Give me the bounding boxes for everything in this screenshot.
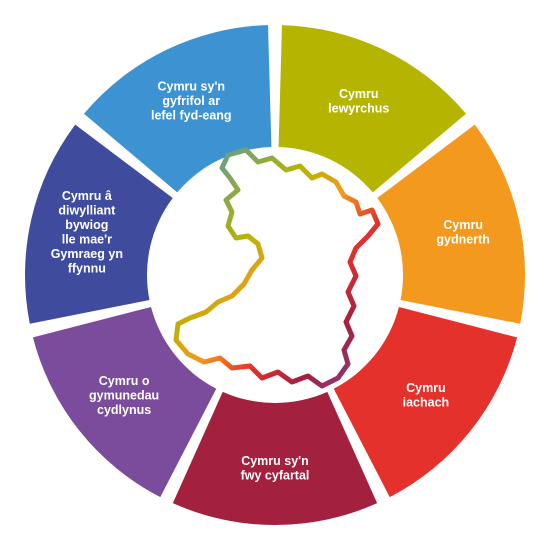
goal-label-line: lewyrchus: [328, 101, 389, 115]
goal-segment-1: [278, 25, 467, 193]
goal-label-line: Gymraeg yn: [51, 247, 123, 261]
goal-label-line: Cymru: [406, 381, 446, 395]
goal-segment-2: [377, 124, 525, 324]
goal-label-line: Cymru o: [99, 374, 150, 388]
goal-segment-4: [172, 391, 378, 526]
goal-label-line: Cymru: [443, 218, 483, 232]
goal-label-line: gyfrifol ar: [162, 94, 220, 108]
goal-segments: [24, 25, 525, 526]
goal-label-line: gydnerth: [436, 232, 489, 246]
wales-outline-icon: [173, 147, 381, 389]
goal-segment-3: [333, 306, 518, 498]
goal-segment-5: [32, 306, 217, 498]
goal-label-line: Cymru sy'n: [157, 80, 225, 94]
goal-label-line: Cymru: [339, 87, 379, 101]
goal-label-line: lle mae'r: [62, 232, 112, 246]
goal-label-line: diwylliant: [58, 203, 116, 217]
goal-label-line: Cymru sy'n: [241, 454, 309, 468]
goal-segment-7: [83, 25, 272, 193]
goal-label-line: iachach: [403, 396, 450, 410]
goal-label-line: gymunedau: [89, 388, 159, 402]
goal-label-line: cydlynus: [97, 403, 151, 417]
goal-label-line: bywiog: [65, 218, 108, 232]
wales-outline-icon: [173, 147, 381, 389]
goal-label-line: ffynnu: [68, 261, 106, 275]
goal-label-line: Cymru â: [62, 189, 112, 203]
goal-label-line: fwy cyfartal: [241, 468, 310, 482]
goal-segment-6: [24, 124, 173, 324]
goal-label-line: lefel fyd-eang: [151, 109, 232, 123]
